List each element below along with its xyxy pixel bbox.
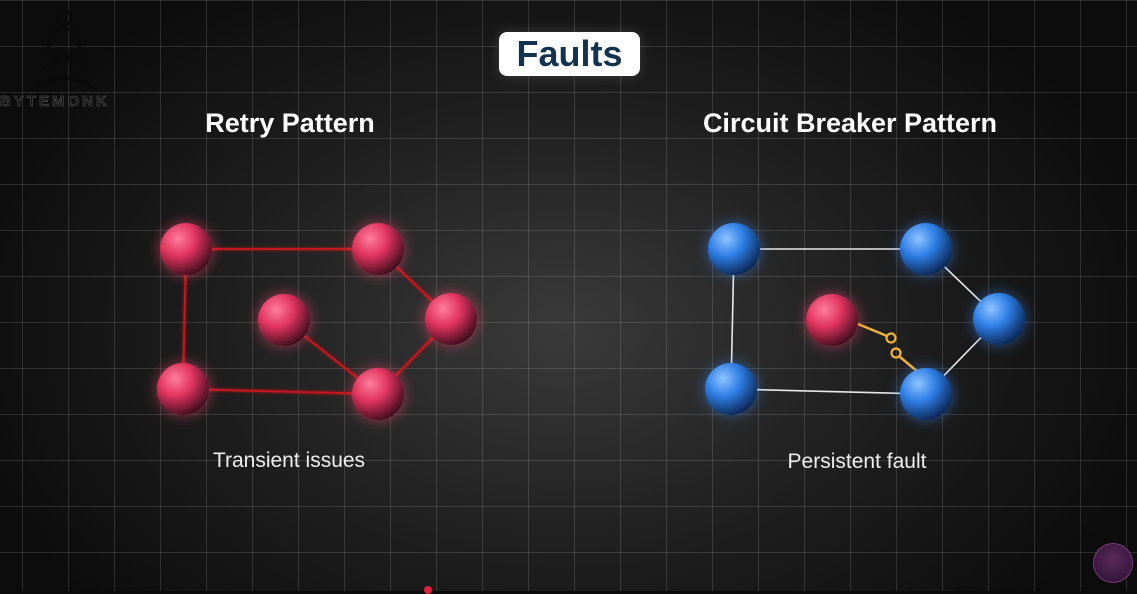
monk-logo-icon: [30, 9, 98, 92]
retry-nodes: [157, 223, 477, 420]
breaker-nodes: [705, 223, 1025, 420]
switch-contact: [885, 332, 897, 344]
breaker-switch-icon: [857, 322, 919, 373]
circuit-breaker-heading: Circuit Breaker Pattern: [702, 108, 998, 138]
retry-link: [182, 388, 379, 395]
retry-caption: Transient issues: [212, 449, 366, 472]
breaker-node: [705, 363, 757, 415]
retry-links: [182, 248, 452, 395]
breaker-caption: Persistent fault: [787, 450, 927, 473]
breaker-node: [900, 223, 952, 275]
switch-arm: [857, 322, 888, 338]
breaker-node: [900, 368, 952, 420]
retry-node: [352, 223, 404, 275]
retry-node: [160, 223, 212, 275]
switch-contact: [890, 347, 902, 359]
retry-node: [157, 363, 209, 415]
breaker-node: [708, 223, 760, 275]
retry-node: [258, 294, 310, 346]
retry-pattern-heading: Retry Pattern: [205, 108, 375, 138]
avatar-icon: [1093, 543, 1133, 583]
faulty-node: [806, 294, 858, 346]
breaker-link: [730, 388, 927, 395]
retry-node: [352, 368, 404, 420]
progress-dot: [424, 586, 432, 594]
logo-wordmark: BYTEMONK: [0, 93, 110, 111]
breaker-node: [973, 293, 1025, 345]
page-title: Faults: [499, 32, 640, 76]
retry-node: [425, 293, 477, 345]
breaker-links: [730, 248, 1000, 395]
switch-arm: [899, 356, 919, 373]
